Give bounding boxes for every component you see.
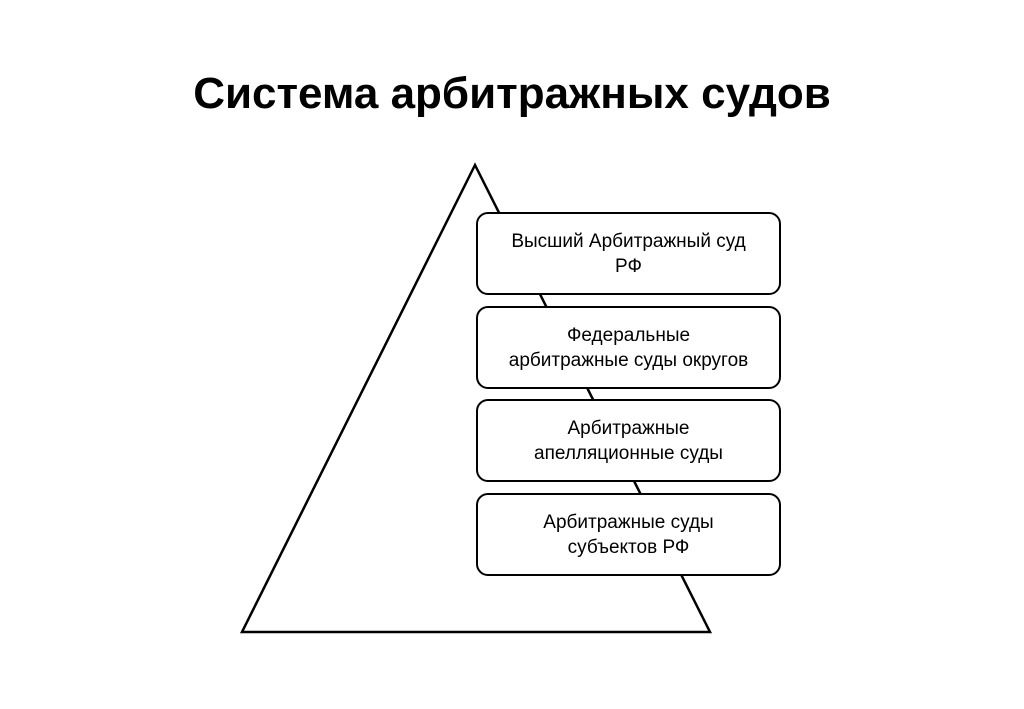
level-label: Арбитражные апелляционные суды [534,417,723,464]
level-label: Арбитражные суды субъектов РФ [543,511,714,558]
level-box-appellate-courts: Арбитражные апелляционные суды [476,399,781,482]
level-box-federal-district-courts: Федеральные арбитражные суды округов [476,306,781,389]
level-box-supreme-court: Высший Арбитражный суд РФ [476,212,781,295]
level-label: Федеральные арбитражные суды округов [508,324,749,371]
page-title: Система арбитражных судов [193,69,831,118]
level-label: Высший Арбитражный суд РФ [511,230,746,277]
level-box-regional-courts: Арбитражные суды субъектов РФ [476,493,781,576]
